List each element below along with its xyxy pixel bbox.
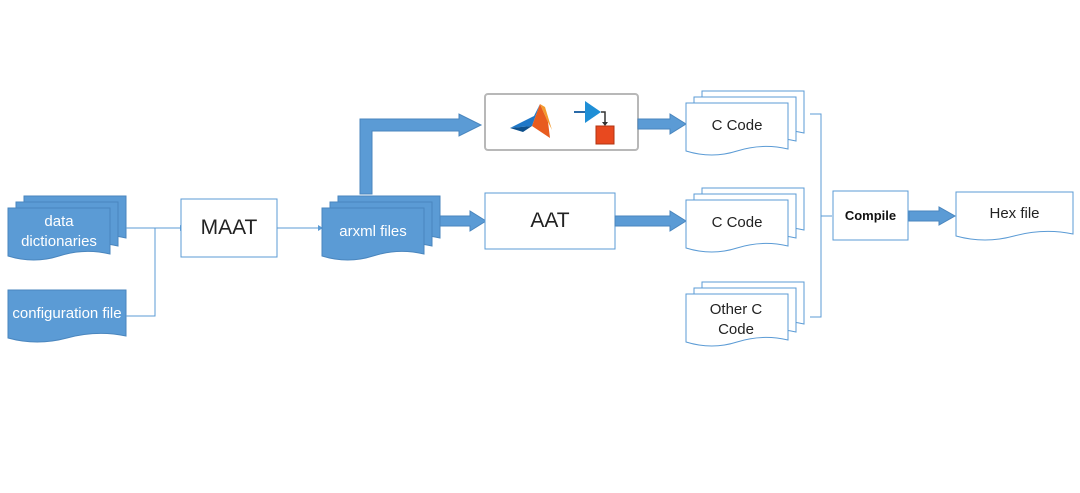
aat-box — [484, 192, 616, 250]
other-c-code-label: Other C Code — [709, 301, 763, 338]
arxml-files-label: arxml files — [339, 223, 407, 240]
merge-bracket — [810, 113, 832, 318]
c-code-2-label: C Code — [711, 214, 763, 231]
data-dictionaries-doc-stack — [7, 195, 127, 261]
matlab-simulink-box — [484, 93, 639, 151]
maat-label: MAAT — [200, 216, 258, 239]
c-code-1-label: C Code — [711, 117, 763, 134]
hex-file-label: Hex file — [989, 205, 1040, 222]
compile-box — [832, 190, 909, 241]
compile-label: Compile — [844, 207, 897, 223]
configuration-file-label: configuration file — [12, 305, 122, 322]
data-dictionaries-label: data dictionaries — [21, 213, 97, 250]
config-to-maat-line — [126, 228, 156, 317]
compile-to-hex-block-arrow — [908, 206, 957, 226]
hex-file-doc — [955, 191, 1074, 241]
model-to-ccode1-block-arrow — [637, 113, 687, 135]
c-code-1-doc-stack — [685, 90, 805, 156]
aat-label: AAT — [530, 209, 570, 232]
aat-to-ccode2-block-arrow — [614, 210, 687, 232]
matlab-logo-icon — [510, 104, 552, 138]
arxml-arrowhead — [318, 225, 323, 231]
arxml-to-aat-block-arrow — [439, 210, 487, 232]
configuration-file-doc — [7, 289, 127, 343]
arxml-files-doc-stack — [321, 195, 441, 261]
simulink-logo-icon — [574, 101, 615, 145]
other-c-code-doc-stack — [685, 281, 805, 347]
c-code-2-doc-stack — [685, 187, 805, 253]
maat-box — [180, 198, 278, 258]
arxml-to-model-block-arrow — [359, 113, 483, 195]
